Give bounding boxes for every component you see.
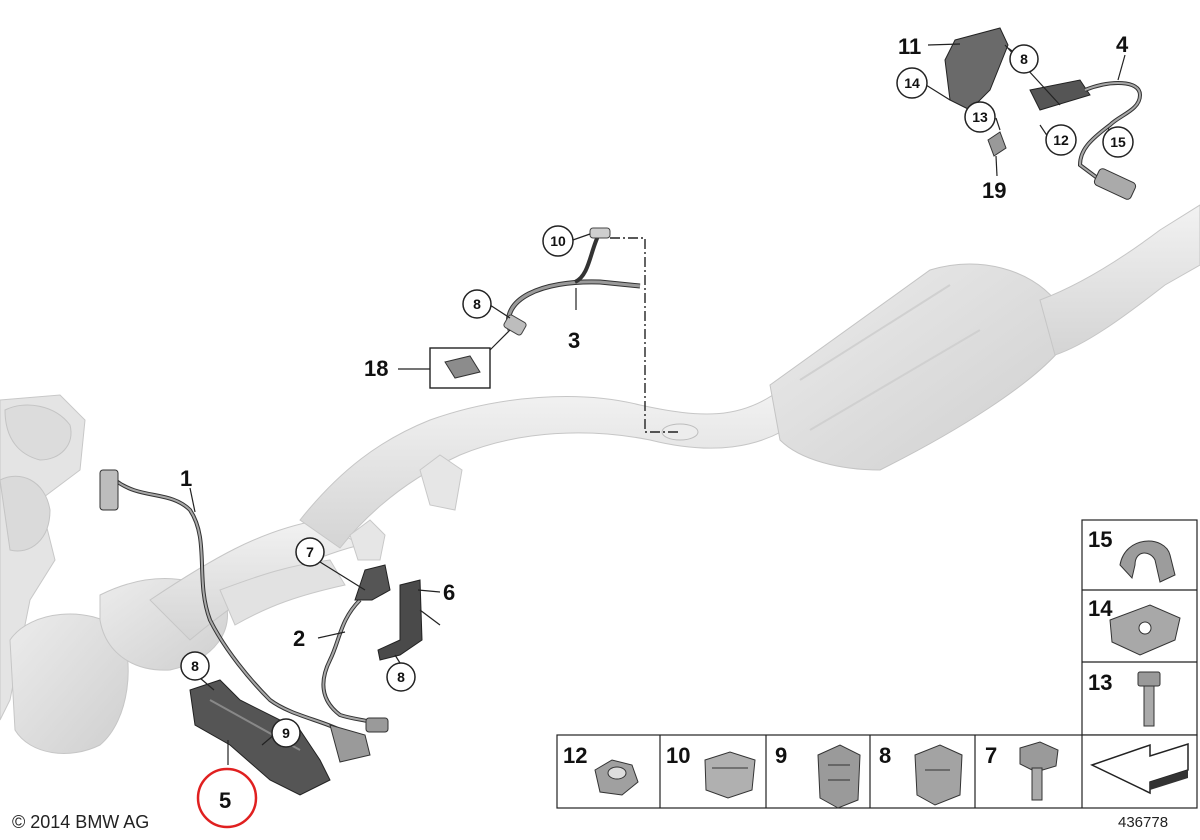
svg-text:8: 8 <box>1020 51 1028 67</box>
sensor-assembly-top-right <box>944 27 1143 200</box>
callout-12: 12 <box>1045 124 1077 156</box>
hex-nut-12-art <box>594 759 639 796</box>
label-part-4: 4 <box>1116 32 1129 57</box>
svg-text:9: 9 <box>282 725 290 741</box>
svg-text:7: 7 <box>306 544 314 560</box>
svg-text:8: 8 <box>191 658 199 674</box>
svg-text:15: 15 <box>1110 134 1126 150</box>
svg-text:10: 10 <box>550 233 566 249</box>
image-number: 436778 <box>1118 814 1169 831</box>
callout-15: 15 <box>1102 126 1134 158</box>
svg-text:8: 8 <box>473 296 481 312</box>
label-part-2: 2 <box>293 626 305 651</box>
svg-text:13: 13 <box>972 109 988 125</box>
legend-cell-13: 13 <box>1088 670 1112 695</box>
legend-cell-9: 9 <box>775 743 787 768</box>
parts-legend <box>556 519 1198 809</box>
legend-cell-12: 12 <box>563 743 587 768</box>
copyright-notice: © 2014 BMW AG <box>12 812 150 832</box>
legend-cell-10: 10 <box>666 743 690 768</box>
callout-8-top-right: 8 <box>1009 44 1039 74</box>
clip-10-art <box>704 751 756 799</box>
label-part-6: 6 <box>443 580 455 605</box>
oxygen-sensor-3 <box>503 227 641 336</box>
clip-9-art <box>817 744 861 809</box>
svg-text:14: 14 <box>904 75 920 91</box>
oxygen-sensor-1 <box>99 469 371 763</box>
legend-cell-14: 14 <box>1088 596 1113 621</box>
callout-8-bracket: 8 <box>386 662 416 692</box>
clip-15-art <box>1119 540 1176 583</box>
arrow-direction-icon <box>1090 742 1189 795</box>
label-part-1: 1 <box>180 466 192 491</box>
svg-text:12: 12 <box>1053 132 1069 148</box>
bolt-13-art <box>1137 671 1161 727</box>
legend-cell-15: 15 <box>1088 527 1112 552</box>
label-part-5: 5 <box>219 788 231 813</box>
clip-8-art <box>914 744 963 806</box>
callout-8-left: 8 <box>180 651 210 681</box>
holder-5 <box>189 679 331 796</box>
callout-9: 9 <box>271 718 301 748</box>
legend-cell-8: 8 <box>879 743 891 768</box>
part-18-box <box>429 329 511 389</box>
svg-text:8: 8 <box>397 669 405 685</box>
callout-10: 10 <box>542 225 574 257</box>
label-part-3: 3 <box>568 328 580 353</box>
callout-8-upper: 8 <box>462 289 492 319</box>
nut-14-art <box>1109 604 1181 656</box>
callout-7: 7 <box>295 537 325 567</box>
label-part-18: 18 <box>364 356 388 381</box>
highlight-ring-part-5 <box>196 767 258 829</box>
legend-cell-7: 7 <box>985 743 997 768</box>
bolt-7-art <box>1019 741 1059 801</box>
callout-14: 14 <box>896 67 928 99</box>
callout-13: 13 <box>964 101 996 133</box>
sensor-position-dashline <box>610 237 680 433</box>
label-part-11: 11 <box>898 34 921 59</box>
label-part-19: 19 <box>982 178 1006 203</box>
oxygen-sensor-2 <box>321 564 391 733</box>
